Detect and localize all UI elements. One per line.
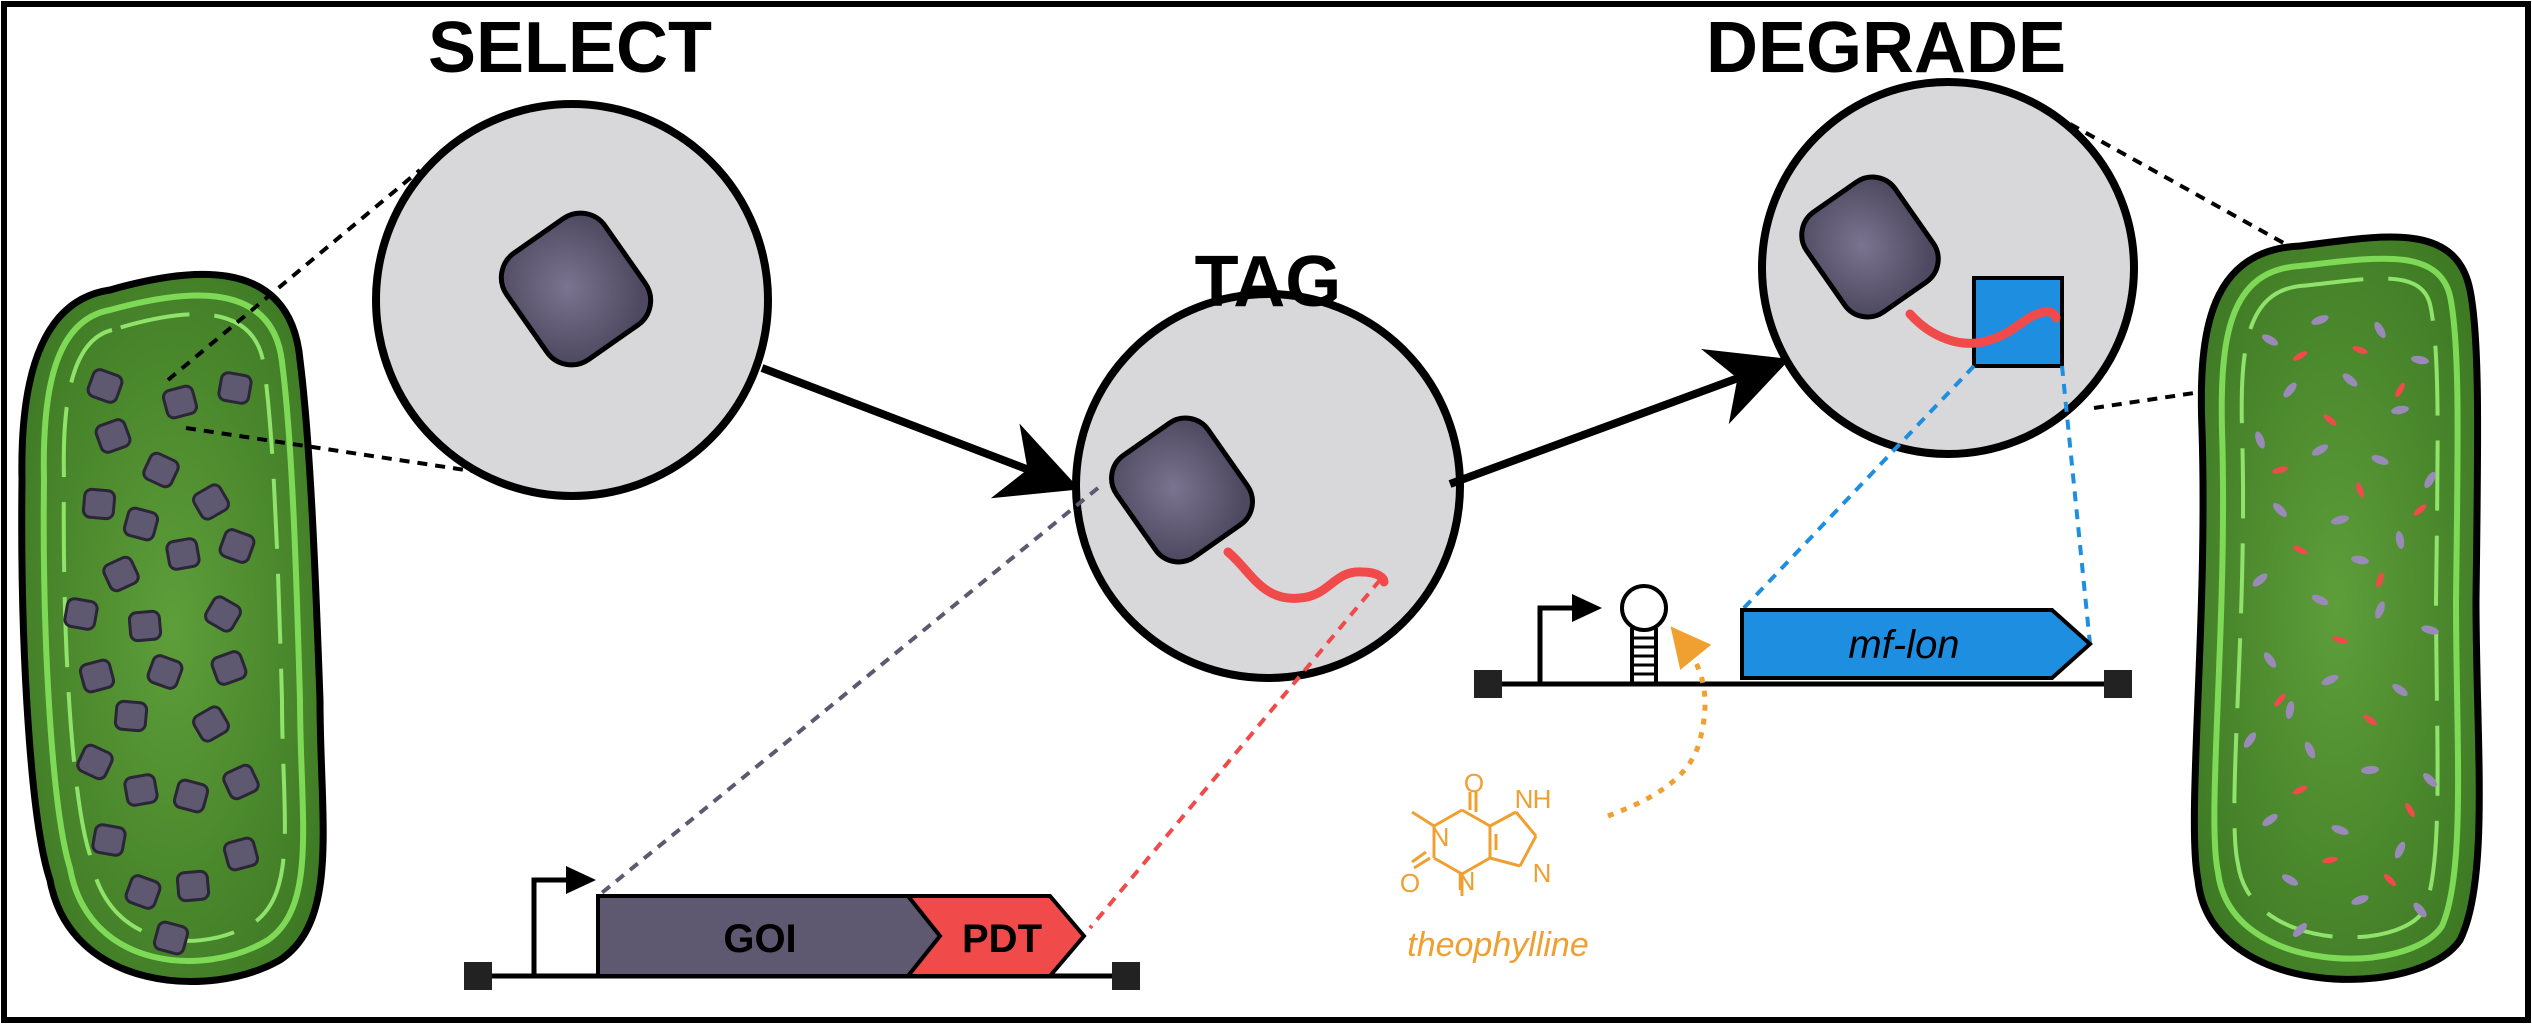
- theophylline-structure: [1411, 792, 1538, 896]
- right-cell-tag-fragments: [2272, 346, 2427, 887]
- lon-backbone-end-left: [1474, 670, 1502, 698]
- degrade-zoom-lines: [2069, 122, 2369, 410]
- goi-link-line: [596, 486, 1100, 898]
- select-zoom-circle: [372, 100, 772, 500]
- mf-lon-gene: [1740, 608, 2093, 680]
- lon-link-line-left: [1740, 364, 1976, 612]
- mf-lon-construct: mf-lon: [1474, 584, 2132, 698]
- atom-o-left: O: [1400, 868, 1420, 898]
- right-bacterium: [2190, 233, 2483, 983]
- goi-promoter: [531, 877, 570, 976]
- right-cell-protein-fragments: [2243, 315, 2439, 937]
- degrade-tag: [1905, 307, 2061, 348]
- degron-tag: [1223, 547, 1389, 603]
- pdt-link-line: [1088, 578, 1382, 930]
- target-protein: [498, 210, 654, 368]
- pdt-gene: [903, 894, 1087, 978]
- title-tag: TAG: [1195, 242, 1342, 322]
- lon-backbone-end-right: [2104, 670, 2132, 698]
- atom-n-right: N: [1533, 858, 1552, 888]
- title-degrade: DEGRADE: [1706, 8, 2066, 88]
- pdt-label: PDT: [962, 917, 1042, 961]
- mf-lon-label: mf-lon: [1848, 623, 1959, 667]
- atom-o-top: O: [1464, 768, 1484, 798]
- backbone-end-right: [1112, 962, 1140, 990]
- degrade-zoom-circle: [1758, 78, 2138, 458]
- tag-zoom-circle: [1072, 290, 1464, 682]
- riboswitch-hairpin: [1620, 584, 1668, 684]
- lon-promoter: [1537, 605, 1576, 684]
- left-bacterium: [18, 270, 327, 985]
- atom-nh: N: [1515, 784, 1534, 814]
- atom-n-bottom: N: [1457, 866, 1476, 896]
- arrow-tag-to-degrade: [1448, 349, 1791, 488]
- theophylline-arrow: [1607, 626, 1712, 819]
- select-zoom-lines: [166, 168, 493, 476]
- arrow-select-to-tag: [760, 364, 1080, 499]
- goi-label: GOI: [723, 917, 796, 961]
- goi-pdt-construct: GOI PDT: [464, 866, 1140, 990]
- left-cell-proteins: [63, 368, 260, 956]
- atom-h: H: [1533, 784, 1552, 814]
- backbone-end-left: [464, 962, 492, 990]
- atom-n-left: N: [1431, 822, 1450, 852]
- theophylline-label: theophylline: [1407, 926, 1588, 964]
- degraded-protein: [1799, 174, 1941, 320]
- tagged-protein: [1109, 415, 1255, 565]
- title-select: SELECT: [428, 8, 712, 88]
